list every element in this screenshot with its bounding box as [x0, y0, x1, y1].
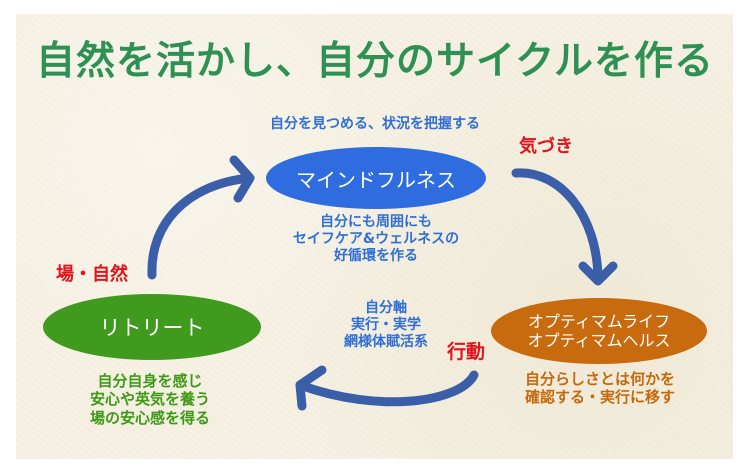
- optimal-caption-line: 確認する・実行に移す: [524, 388, 675, 407]
- center-lower-line: 実行・実学: [351, 317, 421, 334]
- label-place-nature: 場・自然: [56, 264, 128, 285]
- mindfulness-caption: 自分を見つめる、状況を把握する: [270, 116, 480, 132]
- label-action: 行動: [447, 341, 486, 363]
- center-lower-text: 自分軸 実行・実学 網様体賦活系: [316, 300, 456, 351]
- node-optimal-label-line: オプティマムライフ: [527, 311, 671, 331]
- optimal-caption-line: 自分らしさとは何かを: [524, 370, 675, 388]
- node-mindfulness-label: マインドフルネス: [296, 167, 456, 192]
- center-upper-line: セイフケア&ウェルネスの: [292, 231, 460, 248]
- node-retreat-label: リトリート: [99, 316, 205, 340]
- curved-arrow-left-icon: [295, 365, 479, 411]
- center-lower-line: 網様体賦活系: [344, 334, 428, 351]
- label-awareness: 気づき: [519, 136, 573, 157]
- center-lower-line: 自分軸: [365, 300, 407, 316]
- retreat-caption: 自分自身を感じ 安心や英気を養う 場の安心感を得る: [60, 372, 240, 427]
- center-upper-line: 自分にも周囲にも: [320, 214, 432, 230]
- curved-arrow-right-icon: [147, 155, 255, 280]
- node-optimal-label-line: オプティマムヘルス: [527, 331, 671, 350]
- retreat-caption-line: 自分自身を感じ: [97, 372, 203, 390]
- paper-background: [16, 14, 733, 459]
- node-optimal: オプティマムライフ オプティマムヘルス: [491, 298, 707, 364]
- page-title: 自然を活かし、自分のサイクルを作る: [35, 39, 715, 84]
- node-mindfulness: マインドフルネス: [266, 147, 486, 209]
- retreat-caption-line: 場の安心感を得る: [89, 408, 210, 427]
- center-upper-line: 好循環を作る: [334, 248, 418, 265]
- curved-arrow-down-icon: [511, 168, 618, 286]
- retreat-caption-line: 安心や英気を養う: [89, 390, 210, 409]
- center-upper-text: 自分にも周囲にも セイフケア&ウェルネスの 好循環を作る: [276, 214, 476, 265]
- optimal-caption: 自分らしさとは何かを 確認する・実行に移す: [490, 370, 710, 407]
- node-retreat: リトリート: [43, 294, 261, 360]
